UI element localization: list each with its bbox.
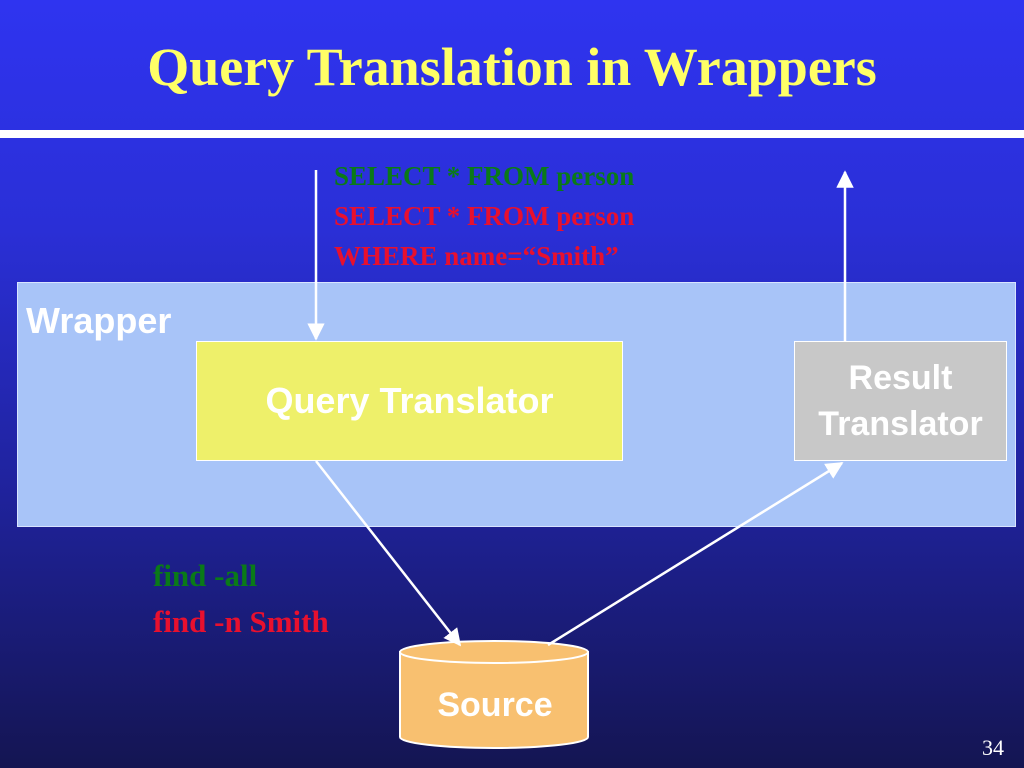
source-cylinder (399, 640, 589, 749)
result-translator-label-line2: Translator (818, 405, 983, 443)
command-find-all: find -all (153, 558, 258, 593)
arrow-to-source (315, 460, 462, 647)
wrapper-label: Wrapper (26, 300, 172, 341)
title-divider (0, 130, 1024, 138)
source-label: Source (437, 686, 553, 724)
incoming-query-text: SELECT * FROM person SELECT * FROM perso… (334, 156, 634, 276)
slide-title: Query Translation in Wrappers (147, 37, 877, 97)
result-translator-box: Result Translator (794, 341, 1007, 461)
query-select-where: SELECT * FROM person (334, 201, 635, 231)
query-translator-box: Query Translator (196, 341, 623, 461)
source-commands-text: find -all find -n Smith (153, 553, 329, 645)
query-where-clause: WHERE name=“Smith” (334, 241, 619, 271)
query-select-all: SELECT * FROM person (334, 161, 635, 191)
arrow-to-result-translator (547, 461, 844, 647)
page-number: 34 (982, 735, 1004, 760)
result-translator-label-line1: Result (848, 359, 953, 397)
command-find-smith: find -n Smith (153, 604, 329, 639)
query-translator-label: Query Translator (265, 380, 554, 421)
